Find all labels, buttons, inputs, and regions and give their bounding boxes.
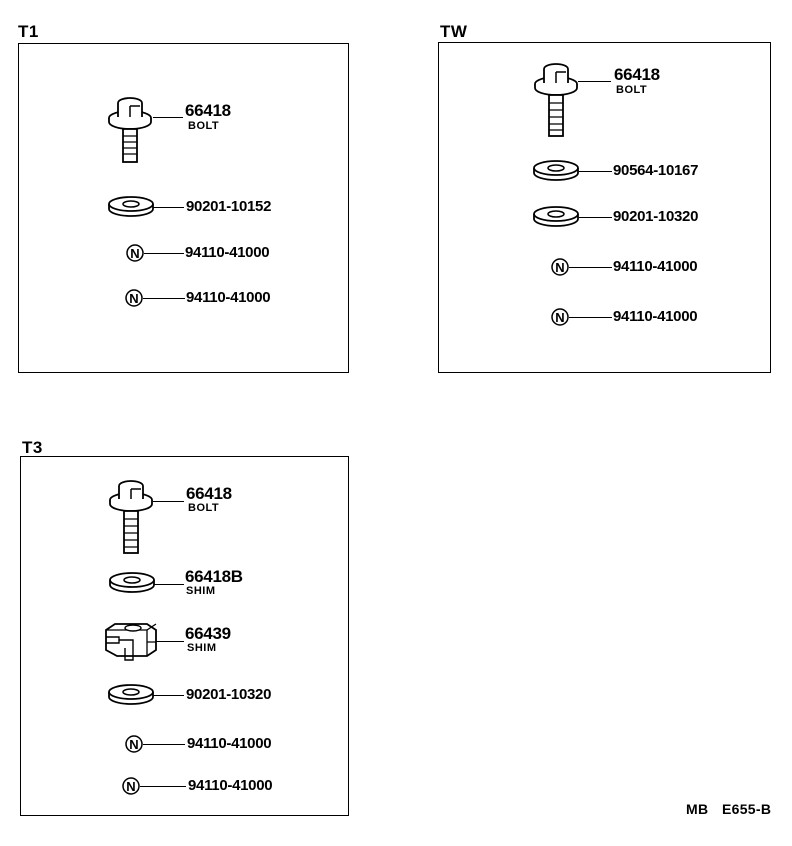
washer-icon <box>533 206 579 227</box>
washer-icon <box>108 684 154 705</box>
panel-title-tw: TW <box>440 22 468 41</box>
nut-n-icon: N <box>122 777 140 795</box>
leader-line <box>153 501 184 502</box>
part-number: 90201-10320 <box>186 686 272 703</box>
leader-line <box>154 584 184 585</box>
part-number: 90201-10320 <box>613 208 699 225</box>
footer-code-left: MB <box>686 801 709 817</box>
bolt-icon <box>108 97 152 163</box>
nut-n-icon: N <box>126 244 144 262</box>
leader-line <box>578 81 611 82</box>
washer-icon <box>108 196 154 217</box>
part-name: BOLT <box>188 502 220 514</box>
bolt-icon <box>109 480 153 554</box>
panel-tw <box>438 42 771 373</box>
footer-code-right: E655-B <box>722 801 772 817</box>
part-number: 66418 <box>614 65 660 84</box>
leader-line <box>569 267 612 268</box>
part-number: 94110-41000 <box>187 735 272 752</box>
leader-line <box>156 641 184 642</box>
nut-n-icon: N <box>125 735 143 753</box>
part-number: 94110-41000 <box>188 777 273 794</box>
washer-icon <box>533 160 579 181</box>
leader-line <box>143 298 185 299</box>
panel-title-t1: T1 <box>18 22 39 41</box>
clip-shim-icon <box>105 623 157 661</box>
svg-text:N: N <box>555 310 564 325</box>
part-name: BOLT <box>616 84 648 96</box>
svg-text:N: N <box>130 246 139 261</box>
nut-n-icon: N <box>551 308 569 326</box>
leader-line <box>143 744 185 745</box>
leader-line <box>140 786 186 787</box>
part-number: 94110-41000 <box>186 289 271 306</box>
svg-text:N: N <box>129 737 138 752</box>
part-number: 90564-10167 <box>613 162 699 179</box>
leader-line <box>144 253 184 254</box>
leader-line <box>153 207 184 208</box>
leader-line <box>579 171 612 172</box>
part-number: 66418 <box>185 101 231 120</box>
nut-n-icon: N <box>551 258 569 276</box>
nut-n-icon: N <box>125 289 143 307</box>
washer-icon <box>109 572 155 593</box>
part-number: 66418 <box>186 484 232 503</box>
part-number: 94110-41000 <box>613 308 698 325</box>
panel-title-t3: T3 <box>22 438 43 457</box>
leader-line <box>569 317 612 318</box>
part-number: 66418B <box>185 567 243 586</box>
part-number: 66439 <box>185 624 231 643</box>
svg-text:N: N <box>555 260 564 275</box>
leader-line <box>579 217 612 218</box>
leader-line <box>153 117 183 118</box>
panel-t3 <box>20 456 349 816</box>
part-number: 94110-41000 <box>185 244 270 261</box>
part-name: BOLT <box>188 120 220 132</box>
part-number: 94110-41000 <box>613 258 698 275</box>
part-number: 90201-10152 <box>186 198 272 215</box>
panel-t1 <box>18 43 349 373</box>
svg-text:N: N <box>126 779 135 794</box>
part-name: SHIM <box>186 585 216 597</box>
bolt-icon <box>534 63 578 137</box>
leader-line <box>153 695 184 696</box>
svg-text:N: N <box>129 291 138 306</box>
part-name: SHIM <box>187 642 217 654</box>
